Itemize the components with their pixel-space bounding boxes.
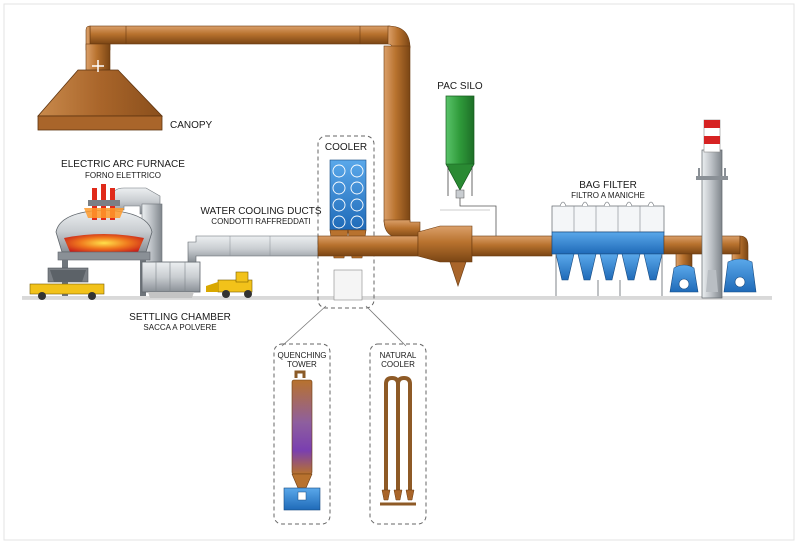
chimney [696, 119, 728, 299]
settling-chamber [141, 261, 201, 298]
label-natural-2: COOLER [381, 360, 415, 369]
canopy-hood [37, 60, 163, 131]
label-ducts-it: CONDOTTI RAFFREDDATI [211, 217, 311, 226]
label-quenching-2: TOWER [287, 360, 317, 369]
fan-left [669, 264, 699, 293]
label-eaf-en: ELECTRIC ARC FURNACE [61, 159, 185, 170]
quenching-tower [273, 343, 331, 525]
main-duct [317, 225, 553, 287]
label-bag-filter-en: BAG FILTER [579, 180, 637, 191]
pac-silo [440, 95, 497, 236]
top-duct [85, 25, 421, 239]
front-loader [206, 271, 253, 298]
label-quenching-1: QUENCHING [277, 351, 327, 360]
label-cooler: COOLER [324, 142, 368, 153]
detail-connectors [281, 305, 407, 347]
ground [22, 296, 772, 300]
label-ducts-en: WATER COOLING DUCTS [200, 206, 322, 217]
natural-cooler [369, 343, 427, 525]
label-canopy: CANOPY [170, 120, 213, 131]
label-settling-it: SACCA A POLVERE [143, 323, 217, 332]
fan-right [723, 258, 757, 293]
bag-filter [551, 201, 665, 296]
label-natural-1: NATURAL [379, 351, 417, 360]
label-eaf-it: FORNO ELETTRICO [84, 171, 161, 180]
electric-arc-furnace [29, 184, 163, 300]
label-pac-silo: PAC SILO [437, 81, 483, 92]
label-bag-filter-it: FILTRO A MANICHE [571, 191, 645, 200]
label-settling-en: SETTLING CHAMBER [129, 312, 231, 323]
